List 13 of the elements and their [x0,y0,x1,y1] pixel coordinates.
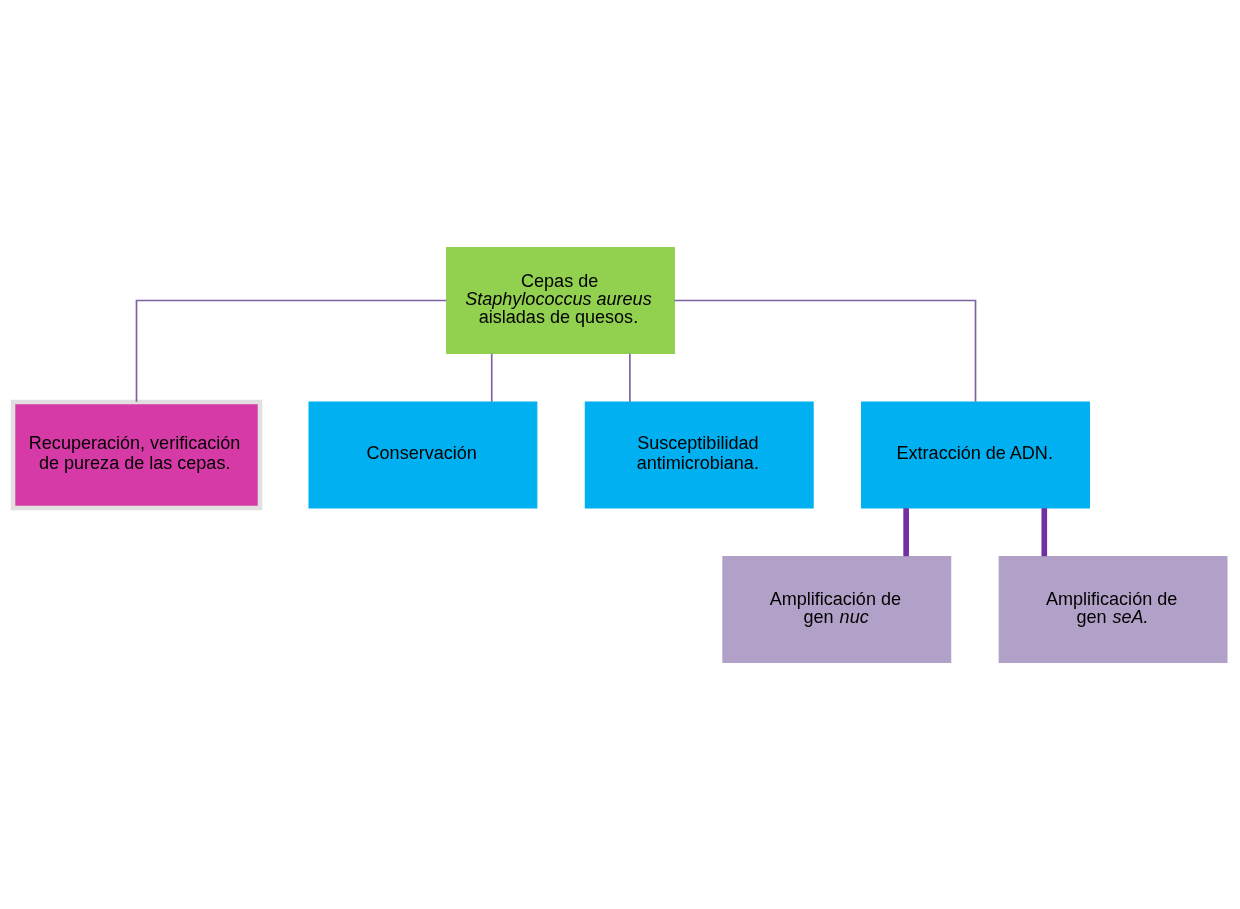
connector [629,352,631,403]
node-box: Susceptibilidad antimicrobiana. [584,400,814,509]
node-box: Extracción de ADN. [861,400,1090,509]
connector [490,352,493,403]
node-box: Cepas de Staphylococcus aureus aisladas de quesos. [446,246,675,354]
node-box: Recuperación, verificación de pureza de las cepas. [10,399,263,510]
node-box: Conservación [308,400,538,509]
connector [673,299,977,403]
connector [1041,507,1048,556]
connector [903,507,909,556]
connector [135,299,448,403]
node-box: Amplificación de gen seA. [998,555,1228,663]
node-box: Amplificación de gen nuc [722,555,952,663]
